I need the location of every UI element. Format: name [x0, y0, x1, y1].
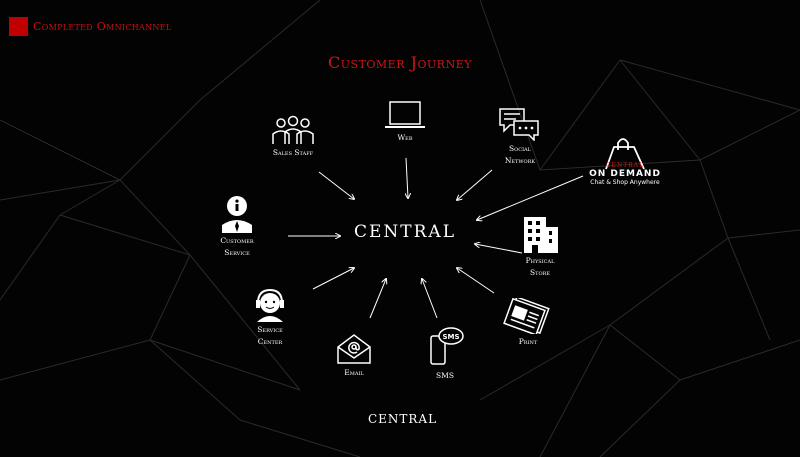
customer-service-label-line1: Customer — [220, 236, 254, 245]
arrow-service-center — [312, 268, 354, 290]
service-center-label-line2: Center — [257, 337, 283, 346]
shopping-bag-icon — [605, 138, 645, 170]
phone-sms-icon: SMS — [430, 327, 464, 365]
service-center-label-line1: Service — [257, 325, 283, 334]
node-email: Email — [309, 333, 399, 379]
customer-service-label-line2: Service — [224, 248, 250, 257]
node-service-center: Service Center — [225, 288, 315, 348]
sms-bubble-text: SMS — [442, 333, 459, 341]
central-hub: CENTRAL — [354, 222, 456, 242]
laptop-icon — [385, 101, 425, 128]
node-central-on-demand: CENTRAL ON DEMAND Chat & Shop Anywhere — [580, 136, 670, 186]
node-sales-staff: Sales Staff — [248, 115, 338, 159]
diagram-title: Customer Journey — [328, 53, 472, 72]
sms-label: SMS — [436, 371, 454, 380]
node-sms: SMS SMS — [400, 326, 490, 382]
email-label: Email — [344, 368, 364, 377]
arrow-on-demand — [477, 175, 584, 220]
node-physical-store: Physical Store — [495, 215, 585, 279]
social-network-label-line1: Social — [509, 144, 531, 153]
physical-store-label-line2: Store — [530, 268, 550, 277]
headset-agent-icon — [256, 288, 284, 322]
arrow-sms — [422, 279, 438, 319]
envelope-icon — [337, 334, 371, 364]
footer-logo: CENTRAL — [367, 412, 438, 426]
physical-store-label-line1: Physical — [525, 256, 555, 265]
on-demand-name: ON DEMAND — [589, 169, 661, 179]
newspaper-icon — [503, 298, 550, 334]
on-demand-brand: CENTRAL — [605, 162, 645, 169]
arrow-web — [406, 157, 408, 198]
info-person-icon — [222, 196, 252, 233]
people-group-icon — [272, 115, 314, 144]
header: Completed Omnichannel — [9, 17, 172, 36]
red-square-icon — [9, 17, 28, 36]
node-print: Print — [483, 298, 573, 348]
node-web: Web — [360, 100, 450, 144]
web-label: Web — [397, 133, 413, 142]
on-demand-tagline: Chat & Shop Anywhere — [590, 179, 660, 186]
header-label: Completed Omnichannel — [33, 20, 172, 33]
arrow-physical-store — [475, 244, 523, 254]
arrow-sales-staff — [318, 171, 354, 199]
node-customer-service: Customer Service — [192, 195, 282, 259]
print-label: Print — [518, 337, 538, 346]
arrow-print — [457, 268, 495, 294]
node-social-network: Social Network — [475, 107, 565, 167]
arrow-social — [457, 169, 493, 200]
social-network-label-line2: Network — [504, 156, 536, 165]
arrow-email — [369, 279, 386, 319]
sales-staff-label: Sales Staff — [272, 148, 314, 157]
chat-bubbles-icon — [499, 108, 539, 141]
building-icon — [524, 217, 558, 253]
